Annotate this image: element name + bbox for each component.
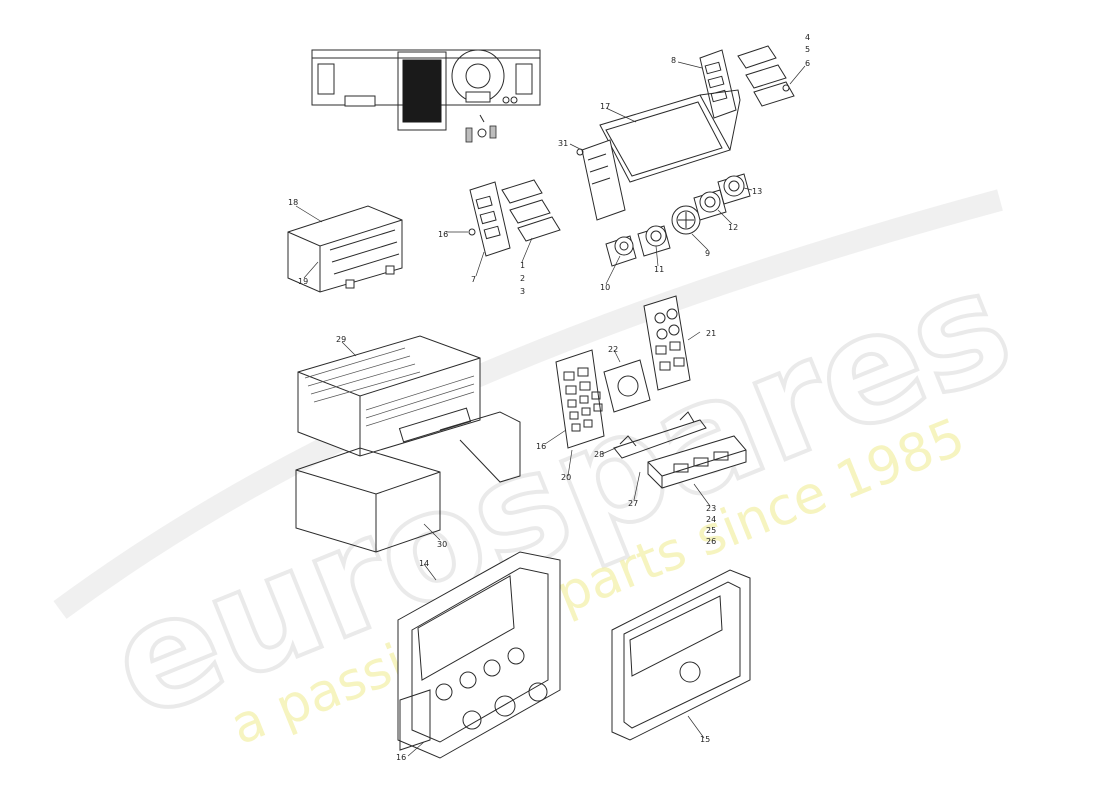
callout-12: 12 [728,223,738,232]
switches-4-5-6 [737,45,795,107]
dashboard-overview [311,49,541,143]
callout-9: 9 [705,249,710,258]
callout-11: 11 [654,265,664,274]
callout-14: 14 [419,559,429,568]
speaker-22 [603,359,651,413]
knob-10 [605,235,637,267]
callout-21: 21 [706,329,716,338]
callout-2: 2 [520,274,525,283]
switch-panel-8 [699,49,737,119]
control-knobs [605,173,751,267]
control-module-18 [287,205,403,293]
knob-9 [671,205,701,235]
switch-panel-7 [468,181,511,257]
callout-28: 28 [594,450,604,459]
callout-26: 26 [706,537,716,546]
head-unit-29 [297,335,481,457]
callout-5: 5 [805,45,810,54]
callout-16-middle: 16 [536,442,546,451]
callout-27: 27 [628,499,638,508]
callout-30: 30 [437,540,447,549]
facia-surround-15 [611,569,751,741]
callout-19: 19 [298,277,308,286]
callout-8: 8 [671,56,676,65]
callout-3: 3 [520,287,525,296]
knob-11 [637,225,671,257]
callout-20: 20 [561,473,571,482]
callout-22: 22 [608,345,618,354]
switches-1-2-3 [501,179,561,242]
switch-block-23-26 [647,435,747,489]
button-panel-20 [555,349,605,449]
callout-16-top: 16 [438,230,448,239]
callout-16-bottom: 16 [396,753,406,762]
callout-18: 18 [288,198,298,207]
bracket-27-28 [613,411,707,459]
callout-10: 10 [600,283,610,292]
callout-labels: 1 2 3 4 5 6 7 8 9 10 11 12 13 14 15 16 1… [288,33,810,762]
centre-facia-14 [397,551,561,759]
display-unit-17 [576,89,741,221]
callout-17: 17 [600,102,610,111]
leader-lines [295,61,806,757]
callout-13: 13 [752,187,762,196]
callout-24: 24 [706,515,716,524]
callout-25: 25 [706,526,716,535]
callout-1: 1 [520,261,525,270]
mounting-cage-30 [295,411,521,553]
callout-23: 23 [706,504,716,513]
knob-13 [717,173,751,205]
callout-15: 15 [700,735,710,744]
callout-7: 7 [471,275,476,284]
callout-6: 6 [805,59,810,68]
button-panel-21 [643,295,691,391]
callout-29: 29 [336,335,346,344]
callout-31: 31 [558,139,568,148]
knob-12 [693,189,727,221]
callout-4: 4 [805,33,810,42]
